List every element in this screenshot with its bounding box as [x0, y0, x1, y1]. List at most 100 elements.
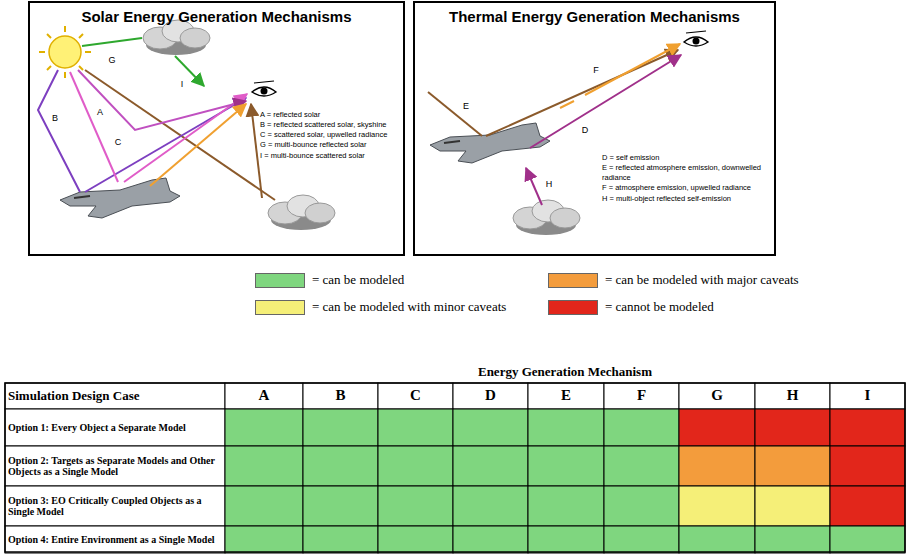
table-cell	[303, 383, 378, 409]
table-cell	[528, 486, 604, 526]
mechanism-letter: A	[97, 107, 103, 117]
sun-ray	[47, 66, 51, 70]
panel-title: Thermal Energy Generation Mechanisms	[415, 8, 774, 25]
solar-rays	[38, 38, 275, 200]
table-cell	[378, 486, 453, 526]
table-cell	[528, 446, 604, 486]
panel-box: Thermal Energy Generation Mechanisms D = …	[413, 1, 776, 256]
table-cell	[679, 486, 755, 526]
key-line: B = reflected scattered solar, skyshine	[260, 120, 402, 130]
table-title: Energy Generation Mechanism	[225, 363, 905, 382]
sun-rays	[39, 26, 91, 78]
table-cell	[378, 446, 453, 486]
key-line: H = multi-object reflected self-emission	[602, 194, 772, 204]
mechanism-letter: E	[463, 101, 469, 111]
legend-swatch	[548, 273, 598, 288]
table-cell	[679, 383, 755, 409]
ray-b	[38, 70, 80, 192]
table-cell	[453, 383, 528, 409]
cloud	[143, 20, 210, 55]
panel-key: D = self emissionE = reflected atmospher…	[602, 153, 772, 204]
jet	[60, 178, 180, 218]
legend-item: = can be modeled with major caveats	[548, 272, 799, 288]
legend-text: = can be modeled with major caveats	[605, 272, 799, 288]
legend-item: = cannot be modeled	[548, 299, 714, 315]
sun-ray	[64, 72, 66, 78]
column-header: H	[758, 383, 827, 409]
table-cell	[830, 409, 905, 446]
table-cell	[453, 526, 528, 553]
table-cell	[303, 446, 378, 486]
legend-swatch	[255, 300, 305, 315]
jet	[430, 123, 550, 163]
column-header: F	[607, 383, 676, 409]
row-header: Option 4: Entire Environment as a Single…	[8, 526, 222, 553]
ray-e	[486, 50, 678, 136]
panel-key: A = reflected solarB = reflected scatter…	[260, 110, 402, 161]
table-cell	[830, 446, 905, 486]
row-header: Option 1: Every Object a Separate Model	[8, 409, 222, 446]
table-cell	[830, 383, 905, 409]
table-cell	[303, 486, 378, 526]
table-cell	[5, 446, 225, 486]
panel-box: Solar Energy Generation MechanismsA = re…	[28, 1, 405, 256]
ray-f	[560, 101, 574, 108]
table-cell	[604, 383, 679, 409]
table-cell	[679, 526, 755, 553]
legend-swatch	[548, 300, 598, 315]
table-cell	[604, 446, 679, 486]
table-cell	[604, 409, 679, 446]
legend-text: = can be modeled with minor caveats	[312, 299, 506, 315]
column-header: D	[456, 383, 525, 409]
ray-d	[530, 55, 681, 148]
table-cell	[378, 526, 453, 553]
table-cell	[225, 383, 303, 409]
column-header: B	[306, 383, 375, 409]
table-cell	[679, 446, 755, 486]
table-cell	[5, 383, 225, 409]
table-cell	[755, 409, 830, 446]
sun-ray	[64, 26, 66, 32]
legend-item: = can be modeled with minor caveats	[255, 299, 506, 315]
ray-i	[175, 56, 204, 86]
table-grid	[5, 383, 905, 553]
table-cell	[225, 526, 303, 553]
sun-ray	[79, 66, 83, 70]
table-cell	[528, 526, 604, 553]
key-line: G = multi-bounce reflected solar	[260, 140, 402, 150]
table-cell	[528, 409, 604, 446]
column-header: A	[228, 383, 300, 409]
sun-ray	[39, 51, 45, 53]
mechanism-letter: G	[108, 55, 115, 65]
key-line: E = reflected atmosphere emission, downw…	[602, 163, 772, 183]
sun-ray	[79, 34, 83, 38]
column-header: C	[381, 383, 450, 409]
legend-text: = cannot be modeled	[605, 299, 714, 315]
eye	[252, 81, 276, 96]
ray-f	[585, 44, 680, 95]
column-header: G	[682, 383, 752, 409]
table-cell	[453, 486, 528, 526]
column-header: Simulation Design Case	[8, 383, 222, 409]
key-line: D = self emission	[602, 153, 772, 163]
key-line: C = scattered solar, upwelled radiance	[260, 130, 402, 140]
table-cell	[453, 409, 528, 446]
sun-ray	[47, 34, 51, 38]
sun-ray	[85, 51, 91, 53]
table-cell	[679, 409, 755, 446]
table-cell	[755, 486, 830, 526]
ray-e	[428, 92, 482, 136]
cloud	[268, 195, 335, 230]
sun	[39, 26, 91, 78]
table-border	[5, 383, 905, 552]
table-cell	[755, 383, 830, 409]
ray-h	[526, 168, 542, 205]
table-cell	[303, 409, 378, 446]
column-header: E	[531, 383, 601, 409]
ray-c	[78, 70, 246, 130]
mechanism-letter: F	[593, 65, 599, 75]
key-line: I = multi-bounce scattered solar	[260, 151, 402, 161]
legend-text: = can be modeled	[312, 272, 404, 288]
cloud	[513, 200, 580, 235]
